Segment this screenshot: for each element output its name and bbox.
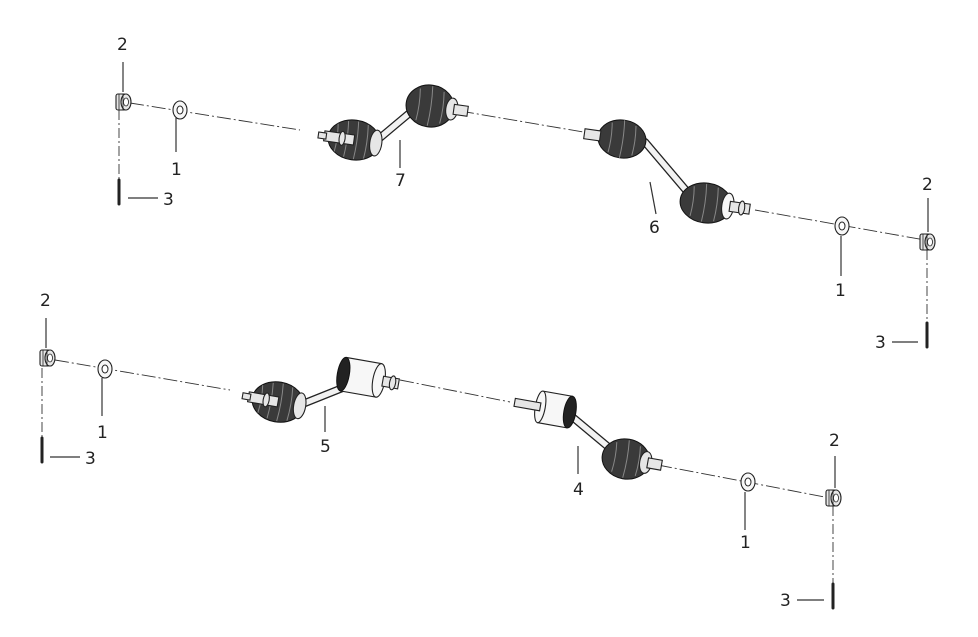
callout-shaft-front-left: 7 xyxy=(395,171,406,191)
centre-line xyxy=(459,110,596,135)
centre-line xyxy=(657,464,831,499)
castle-nut xyxy=(825,489,842,507)
callout-shaft-front-right: 6 xyxy=(649,218,660,238)
callout-cotter-pin: 3 xyxy=(85,449,96,469)
callout-washer: 1 xyxy=(97,423,108,443)
centre-line xyxy=(129,102,301,131)
callout-nut: 2 xyxy=(40,291,51,311)
centre-line xyxy=(54,359,231,391)
callout-washer: 1 xyxy=(740,533,751,553)
washer xyxy=(172,100,188,120)
drive-shaft-front-left xyxy=(316,84,469,165)
callout-shaft-rear-right: 4 xyxy=(573,480,584,500)
drive-shaft-rear-right xyxy=(513,390,663,480)
castle-nut xyxy=(919,233,936,251)
callout-nut: 2 xyxy=(922,175,933,195)
castle-nut xyxy=(39,349,56,367)
callout-shaft-rear-left: 5 xyxy=(320,437,331,457)
callout-washer: 1 xyxy=(171,160,182,180)
washer xyxy=(97,359,113,379)
washer xyxy=(834,216,850,236)
drive-shaft-rear-left xyxy=(240,355,400,428)
callout-cotter-pin: 3 xyxy=(163,190,174,210)
callout-nut: 2 xyxy=(117,35,128,55)
front-axle-assembly: 2 1 3 7 6 1 2 3 xyxy=(115,35,936,353)
callout-cotter-pin: 3 xyxy=(875,333,886,353)
rear-axle-assembly: 2 1 3 5 4 1 2 3 xyxy=(39,291,842,611)
castle-nut xyxy=(115,93,132,111)
callout-washer: 1 xyxy=(835,281,846,301)
callout-nut: 2 xyxy=(829,431,840,451)
centre-line xyxy=(754,209,926,241)
callout-cotter-pin: 3 xyxy=(780,591,791,611)
washer xyxy=(740,472,756,492)
centre-line xyxy=(399,379,511,403)
drive-shaft-front-right xyxy=(583,119,751,224)
